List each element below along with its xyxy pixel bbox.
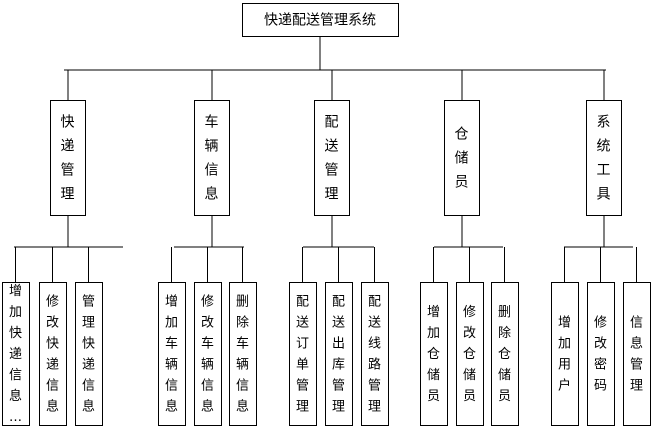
child-node: 信息管理	[623, 282, 651, 426]
child-node: 修改仓储员	[456, 282, 484, 426]
child-node-label: 删除仓储员	[498, 305, 511, 404]
child-node-label: 信息管理	[630, 316, 643, 394]
child-node-label: 增加车辆信息	[165, 295, 178, 415]
child-node: 修改快递信息	[39, 282, 67, 426]
child-node: 删除车辆信息	[229, 282, 257, 426]
module-node: 车辆信息	[194, 100, 230, 216]
child-node: 增加车辆信息	[158, 282, 186, 426]
child-node-label: 删除车辆信息	[236, 295, 249, 415]
child-node-label: 管理快递信息	[82, 295, 95, 415]
module-node-label: 仓储员	[455, 127, 469, 191]
module-node: 配送管理	[314, 100, 350, 216]
child-node: 配送线路管理	[361, 282, 389, 426]
child-node-label: 修改车辆信息	[201, 295, 214, 415]
module-node: 快递管理	[50, 100, 86, 216]
child-node: 删除仓储员	[491, 282, 519, 426]
child-node-label: 增加用户	[558, 316, 571, 394]
child-node-label: 配送订单管理	[296, 295, 309, 415]
child-node: 修改车辆信息	[194, 282, 222, 426]
child-node: 配送订单管理	[289, 282, 317, 426]
child-node: 配送出库管理	[325, 282, 353, 426]
child-node-label: 修改快递信息	[46, 295, 59, 415]
child-node: 增加快递信息…	[2, 282, 30, 426]
child-node: 增加仓储员	[420, 282, 448, 426]
module-node-label: 快递管理	[61, 115, 75, 203]
child-node-label: 修改密码	[594, 316, 607, 394]
child-node: 管理快递信息	[75, 282, 103, 426]
child-node-label: 配送出库管理	[332, 295, 345, 415]
module-node: 仓储员	[444, 100, 480, 216]
child-node-label: 配送线路管理	[368, 295, 381, 415]
child-node: 修改密码	[587, 282, 615, 426]
root-node-label: 快递配送管理系统	[264, 13, 376, 29]
child-node-label: 增加仓储员	[427, 305, 440, 404]
root-node: 快递配送管理系统	[242, 3, 399, 37]
module-node-label: 配送管理	[325, 115, 339, 203]
module-node-label: 系统工具	[597, 115, 611, 203]
module-node: 系统工具	[586, 100, 622, 216]
child-node-label: 修改仓储员	[463, 305, 476, 404]
module-node-label: 车辆信息	[205, 114, 219, 203]
child-node: 增加用户	[551, 282, 579, 426]
child-node-label: 增加快递信息…	[9, 284, 22, 425]
